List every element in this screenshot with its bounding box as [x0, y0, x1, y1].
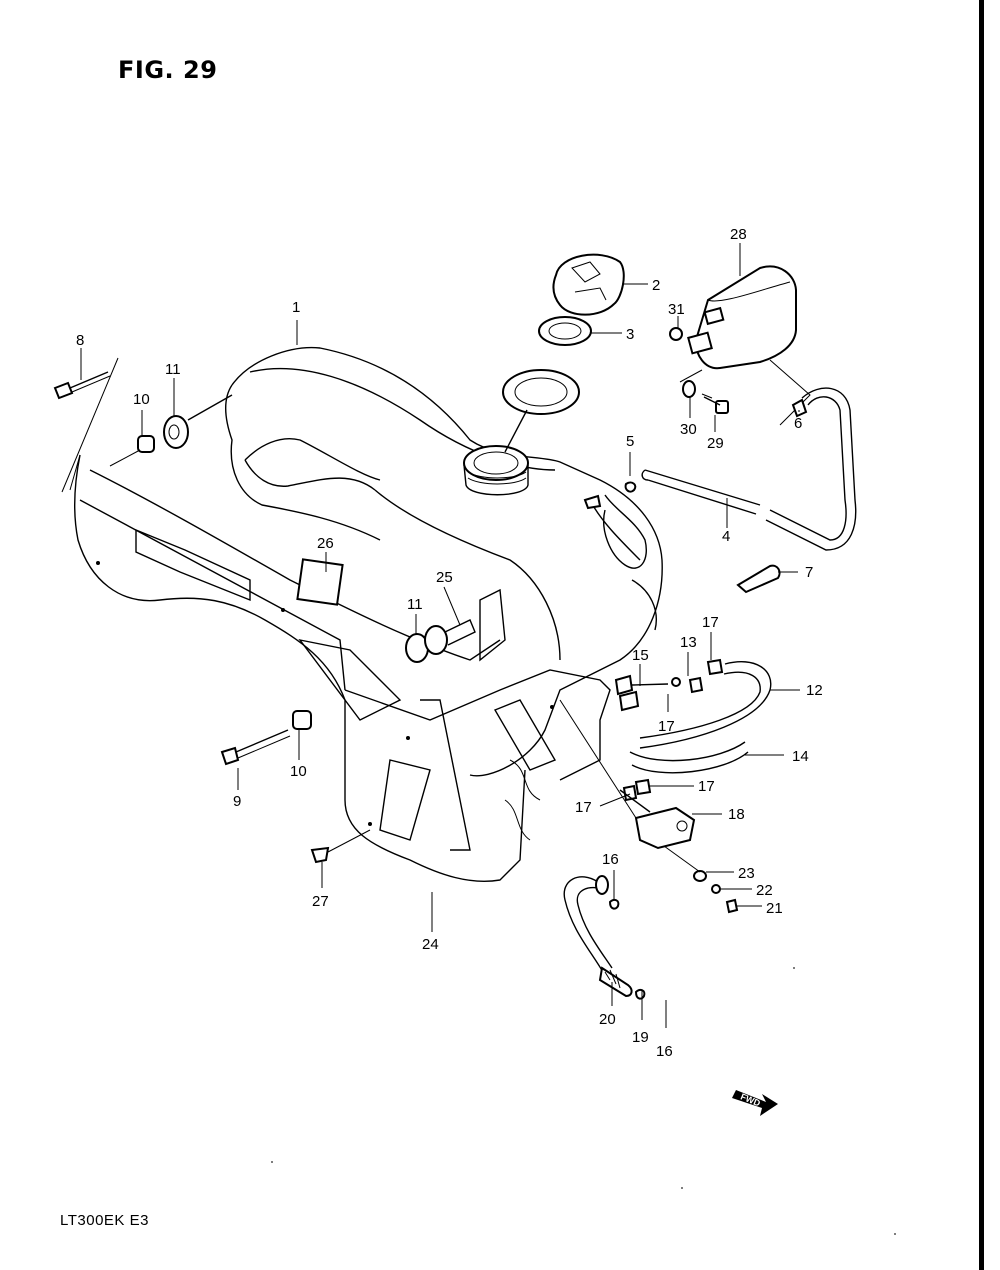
- callout-30: 30: [680, 421, 697, 438]
- callout-16-lower: 16: [656, 1043, 673, 1060]
- model-code: LT300EK E3: [60, 1212, 149, 1229]
- fuel-cock: [559, 699, 696, 850]
- fwd-arrow-icon: FWD: [732, 1090, 778, 1116]
- filler-neck: [463, 445, 529, 496]
- callout-17-b: 17: [658, 718, 675, 735]
- callout-22: 22: [756, 882, 773, 899]
- bolt-8: [53, 371, 111, 400]
- leader-lines: [61, 243, 800, 1028]
- callout-1: 1: [292, 299, 300, 316]
- callout-26: 26: [317, 535, 334, 552]
- callout-5: 5: [626, 433, 634, 450]
- bolt-9: [220, 729, 291, 766]
- callout-20: 20: [599, 1011, 616, 1028]
- callout-2: 2: [652, 277, 660, 294]
- figure-title: FIG. 29: [118, 56, 218, 84]
- bolt-29: [703, 396, 729, 414]
- callout-25: 25: [436, 569, 453, 586]
- callout-27: 27: [312, 893, 329, 910]
- callout-18: 18: [728, 806, 745, 823]
- scan-specks: [271, 967, 896, 1235]
- washer-30: [682, 380, 696, 398]
- callout-7: 7: [805, 564, 813, 581]
- fuel-cock-fasteners: [663, 845, 739, 914]
- rubber-mount-lower: [405, 619, 476, 663]
- collar-lower: [292, 710, 312, 730]
- fuel-cap: [552, 253, 625, 316]
- callout-10-upper: 10: [133, 391, 150, 408]
- hose-clip-7: [736, 564, 781, 594]
- collar-upper: [109, 435, 155, 467]
- callout-17-d: 17: [575, 799, 592, 816]
- vent-hose-4: [641, 469, 761, 515]
- vent-hose-6: [765, 387, 857, 551]
- callout-8: 8: [76, 332, 84, 349]
- callout-15: 15: [632, 647, 649, 664]
- fuel-hose-20: [563, 875, 633, 998]
- nut-31: [669, 327, 683, 341]
- callout-6: 6: [794, 415, 802, 432]
- canister-leader: [679, 359, 811, 426]
- fitting-13-15: [614, 674, 681, 712]
- callout-3: 3: [626, 326, 634, 343]
- callout-10-lower: 10: [290, 763, 307, 780]
- fuel-hose-14: [629, 741, 749, 774]
- callout-11-lower: 11: [407, 596, 423, 613]
- fuel-tank-shape: [224, 346, 663, 777]
- callout-19: 19: [632, 1029, 649, 1046]
- page-edge-rule: [979, 0, 984, 1270]
- callout-28: 28: [730, 226, 747, 243]
- callout-13: 13: [680, 634, 697, 651]
- part-callouts: 1 2 3 4 5 6 7 8 9 10 10 11 11 12 13 14 1…: [76, 226, 823, 1060]
- clamps-17: [622, 658, 724, 802]
- callout-4: 4: [722, 528, 730, 545]
- callout-23: 23: [738, 865, 755, 882]
- callout-24: 24: [422, 936, 439, 953]
- fwd-badge-text: FWD: [739, 1091, 762, 1108]
- rubber-mount-upper: [163, 394, 233, 449]
- screw-27: [310, 829, 371, 864]
- callout-17-c: 17: [698, 778, 715, 795]
- callout-16-upper: 16: [602, 851, 619, 868]
- fuel-hose-12: [639, 661, 772, 749]
- callout-31: 31: [668, 301, 685, 318]
- callout-9: 9: [233, 793, 241, 810]
- callout-29: 29: [707, 435, 724, 452]
- clamp-5: [583, 481, 637, 510]
- tank-frame-bracket: [73, 454, 611, 882]
- callout-12: 12: [806, 682, 823, 699]
- canister: [687, 265, 797, 370]
- cap-gasket: [538, 316, 592, 346]
- callout-17-a: 17: [702, 614, 719, 631]
- filler-seal: [502, 369, 580, 453]
- callout-21: 21: [766, 900, 783, 917]
- callout-14: 14: [792, 748, 809, 765]
- callout-11-upper: 11: [165, 361, 181, 378]
